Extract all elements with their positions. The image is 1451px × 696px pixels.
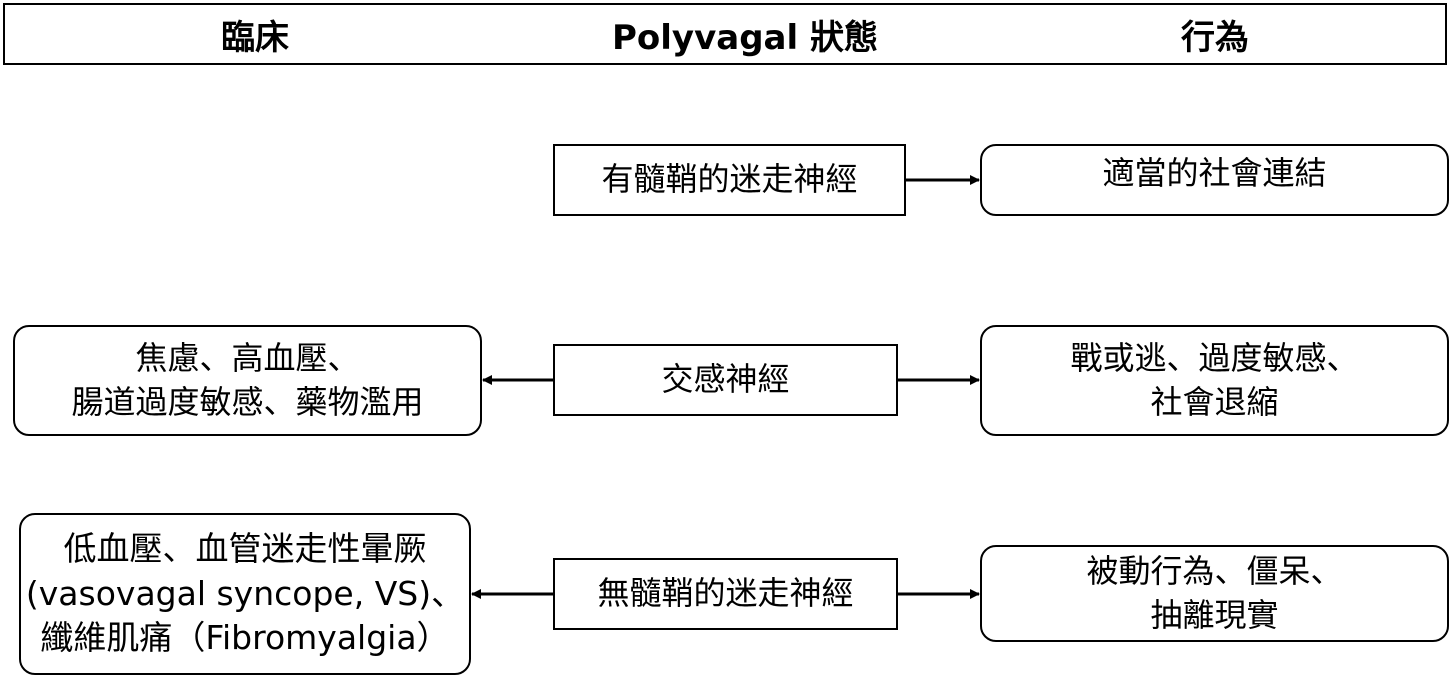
behavior-box-unmyelinated: 被動行為、僵呆、 抽離現實 (980, 545, 1449, 642)
behavior-label-social-engagement: 適當的社會連結 (1102, 154, 1327, 192)
header-clinical: 臨床 (221, 17, 289, 58)
behavior-unmyelinated-line-1: 被動行為、僵呆、 (1086, 552, 1343, 591)
state-label-sympathetic: 交感神經 (661, 360, 790, 399)
state-box-unmyelinated-vagus: 無髓鞘的迷走神經 (553, 558, 898, 630)
header-bar: 臨床 Polyvagal 狀態 行為 (3, 3, 1447, 65)
behavior-sympathetic-line-2: 社會退縮 (1150, 382, 1279, 421)
header-polyvagal-state: Polyvagal 狀態 (612, 17, 878, 58)
state-box-myelinated-vagus: 有髓鞘的迷走神經 (553, 144, 906, 216)
behavior-sympathetic-line-1: 戰或逃、過度敏感、 (1070, 339, 1359, 378)
state-label-myelinated-vagus: 有髓鞘的迷走神經 (601, 160, 858, 199)
clinical-box-unmyelinated: 低血壓、血管迷走性暈厥 (vasovagal syncope, VS)、 纖維肌… (19, 513, 471, 675)
state-label-unmyelinated-vagus: 無髓鞘的迷走神經 (597, 574, 854, 613)
clinical-sympathetic-line-2: 腸道過度敏感、藥物濫用 (71, 382, 424, 421)
behavior-box-social-engagement: 適當的社會連結 (980, 144, 1449, 216)
clinical-unmyelinated-line-2: (vasovagal syncope, VS)、 (25, 573, 465, 613)
behavior-unmyelinated-line-2: 抽離現實 (1150, 595, 1279, 634)
clinical-unmyelinated-line-3: 纖維肌痛（Fibromyalgia） (40, 618, 450, 658)
clinical-unmyelinated-line-1: 低血壓、血管迷走性暈厥 (63, 529, 427, 569)
header-behavior: 行為 (1181, 17, 1249, 58)
clinical-box-sympathetic: 焦慮、高血壓、 腸道過度敏感、藥物濫用 (13, 325, 482, 436)
state-box-sympathetic: 交感神經 (553, 344, 898, 416)
clinical-sympathetic-line-1: 焦慮、高血壓、 (135, 339, 360, 378)
behavior-box-sympathetic: 戰或逃、過度敏感、 社會退縮 (980, 325, 1449, 436)
